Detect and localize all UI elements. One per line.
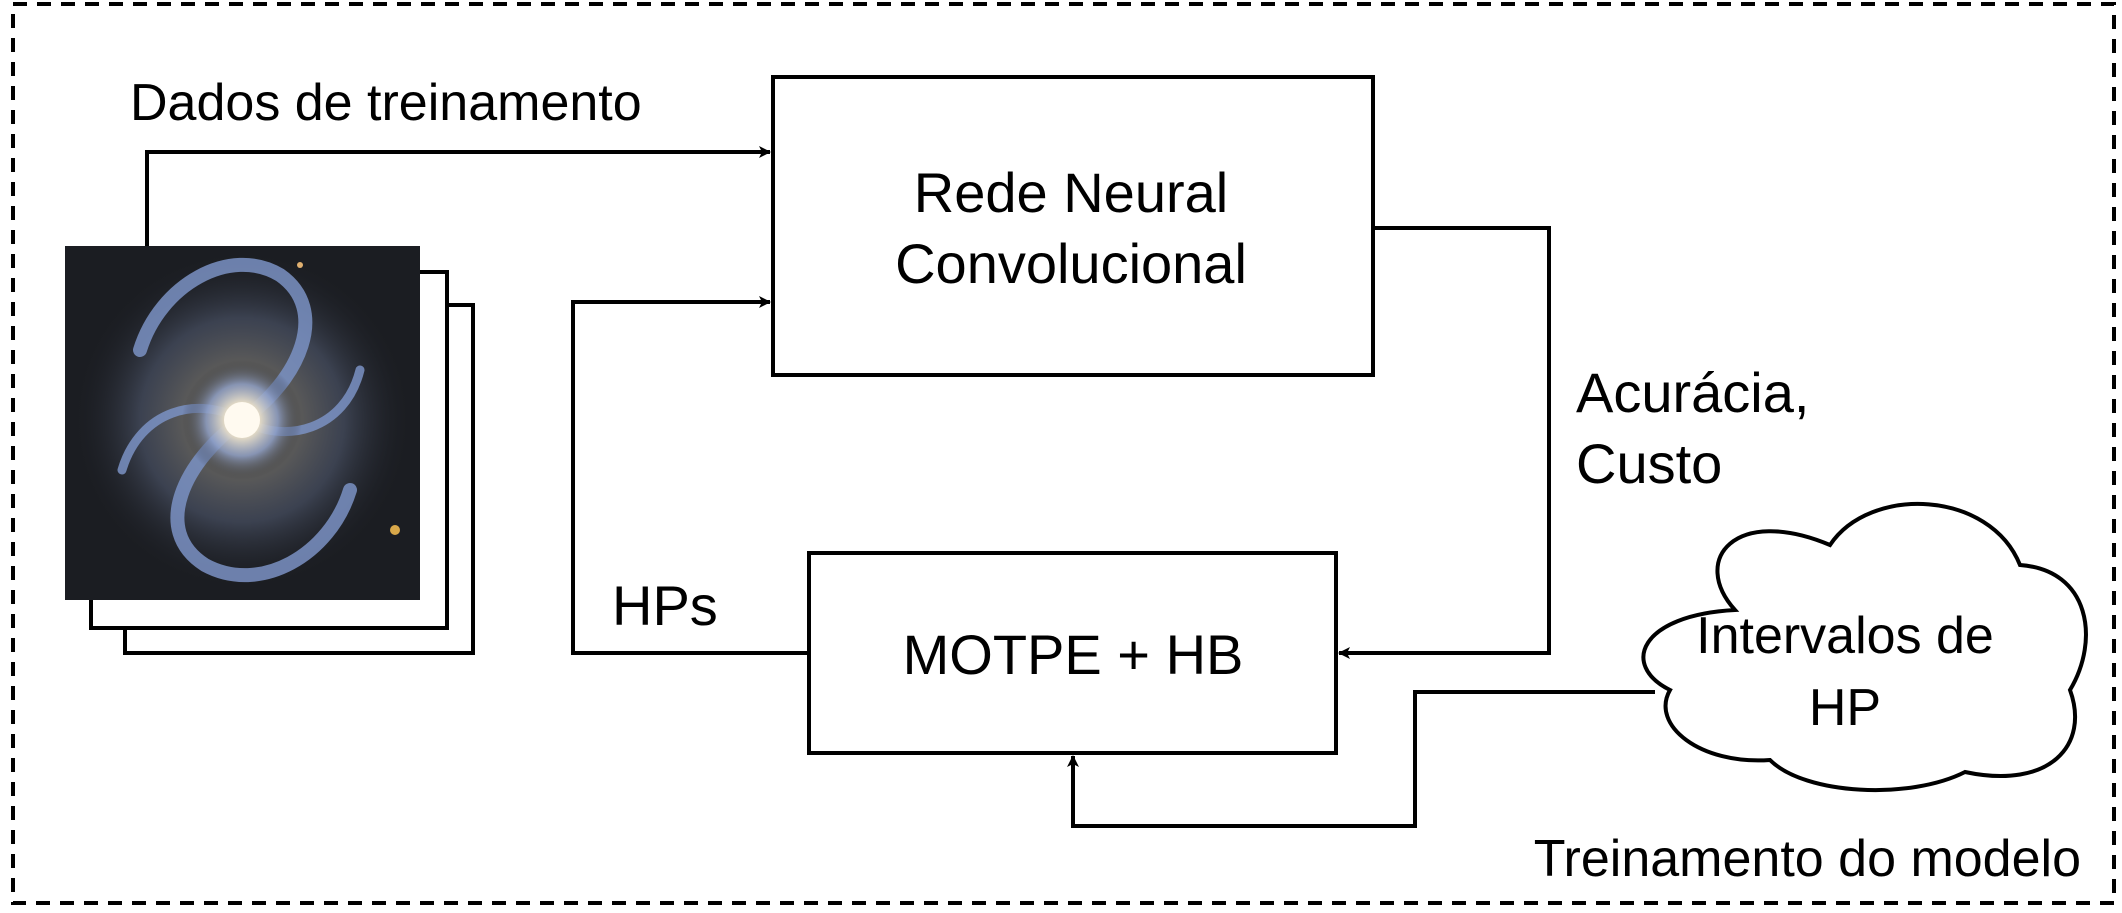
optimizer-box bbox=[807, 551, 1338, 755]
outer-boundary bbox=[11, 2, 2116, 905]
training-data-label: Dados de treinamento bbox=[130, 74, 642, 132]
hp-ranges-label-line2: HP bbox=[1809, 679, 1881, 737]
hps-label: HPs bbox=[612, 574, 718, 637]
metrics-label-line2: Custo bbox=[1576, 432, 1722, 495]
training-data-arrow bbox=[145, 146, 771, 246]
hp-ranges-arrow bbox=[1067, 690, 1655, 828]
metrics-label-line1: Acurácia, bbox=[1576, 361, 1809, 424]
cnn-label-line1: Rede Neural bbox=[914, 161, 1228, 224]
dataset-image-stack bbox=[65, 246, 475, 655]
hp-ranges-label-line1: Intervalos de bbox=[1696, 607, 1994, 665]
metrics-feedback-arrow bbox=[1338, 226, 1551, 659]
model-training-label: Treinamento do modelo bbox=[1534, 830, 2081, 888]
galaxy-image-icon bbox=[65, 246, 420, 600]
cnn-box bbox=[771, 75, 1375, 377]
cnn-label-line2: Convolucional bbox=[895, 232, 1247, 295]
hp-ranges-cloud bbox=[1641, 501, 2088, 792]
hps-arrow bbox=[571, 296, 809, 655]
optimizer-label: MOTPE + HB bbox=[903, 623, 1244, 686]
